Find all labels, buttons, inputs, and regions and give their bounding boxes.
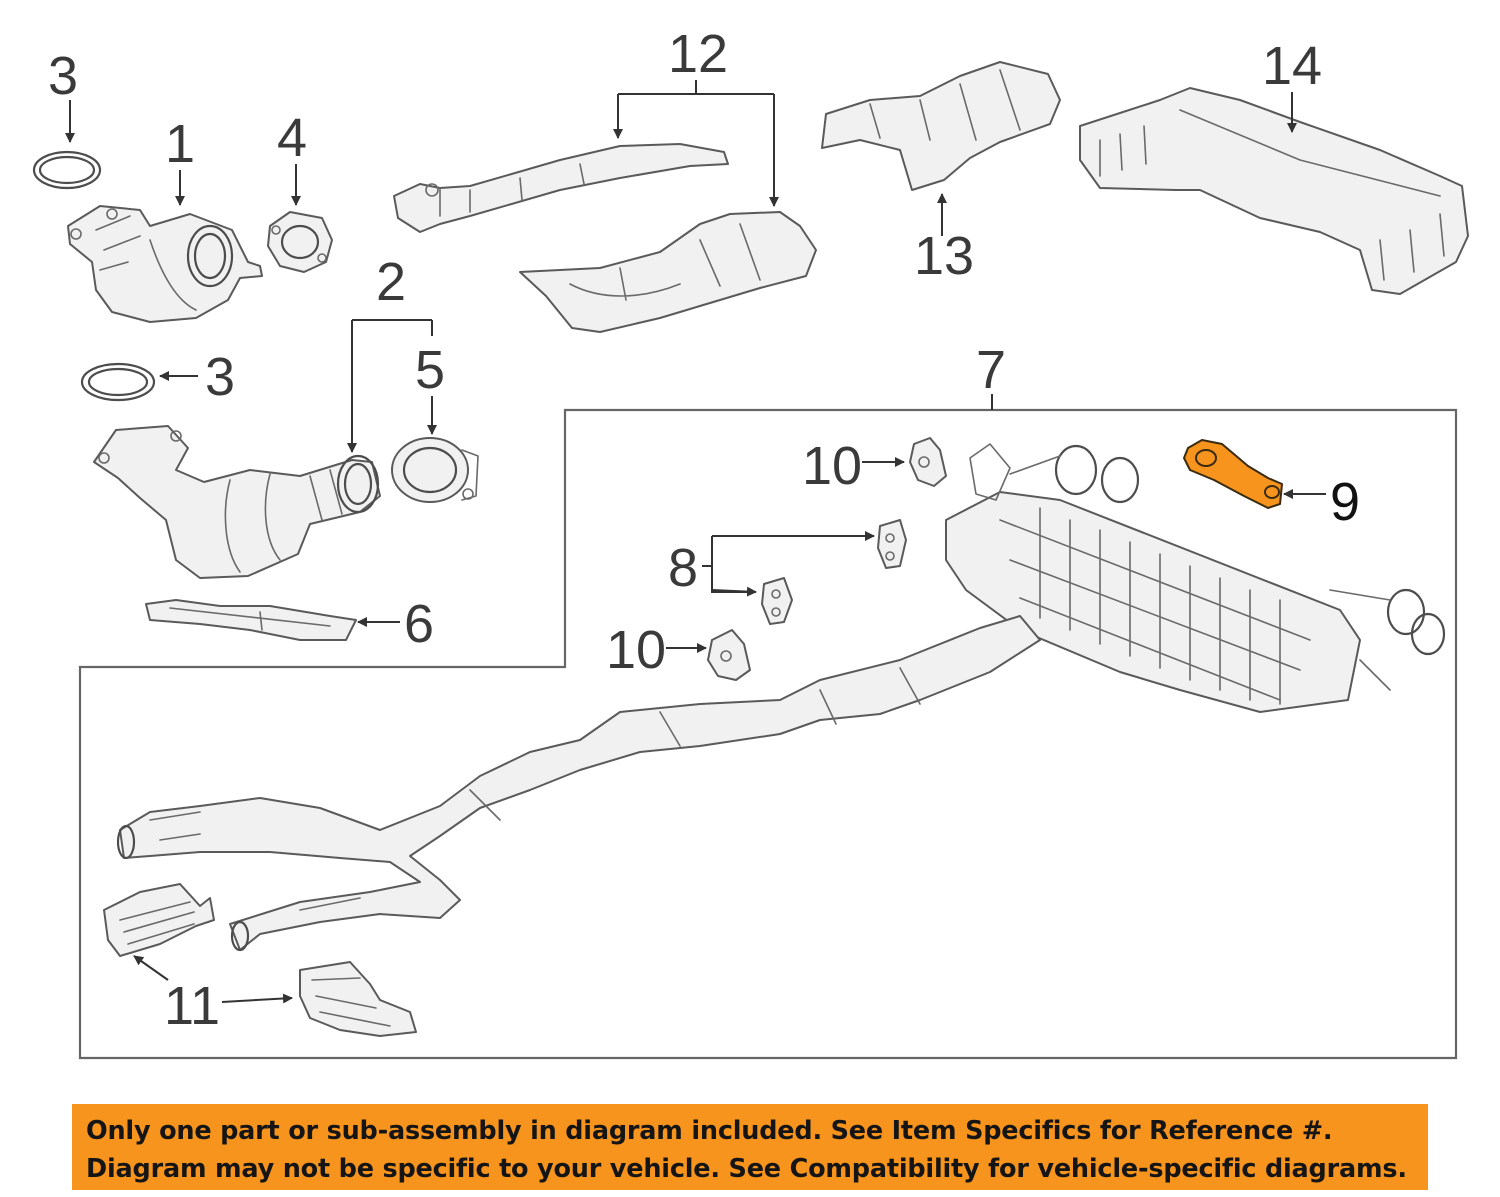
callout-2: 2: [376, 252, 406, 312]
part-14-underbody-shield[interactable]: [1079, 87, 1469, 295]
callout-10a: 10: [802, 436, 862, 496]
disclaimer-banner: Only one part or sub-assembly in diagram…: [72, 1104, 1428, 1190]
part-8-hanger-lower[interactable]: [761, 577, 793, 625]
callout-11: 11: [164, 976, 220, 1036]
banner-line-2: Diagram may not be specific to your vehi…: [86, 1154, 1407, 1184]
callout-8: 8: [668, 538, 698, 598]
part-3-gasket-bottom[interactable]: [80, 362, 156, 402]
leader-11a: [133, 955, 169, 981]
part-9-bracket-highlighted[interactable]: [1183, 439, 1283, 509]
callout-5: 5: [415, 340, 445, 400]
callout-1: 1: [165, 114, 195, 174]
callout-12: 12: [668, 24, 728, 84]
part-3-gasket-top[interactable]: [32, 150, 102, 190]
banner-line-1: Only one part or sub-assembly in diagram…: [86, 1116, 1333, 1146]
part-5-clamp[interactable]: [391, 437, 479, 503]
callout-4: 4: [277, 108, 307, 168]
assembly-7-frame: [78, 408, 1458, 1060]
leader-8: [711, 535, 872, 593]
callout-3b: 3: [205, 347, 235, 407]
part-8-hanger-upper[interactable]: [877, 519, 907, 569]
part-6-bracket[interactable]: [145, 599, 357, 641]
leader-11b: [221, 993, 293, 1004]
leader-2: [352, 319, 432, 452]
callout-7: 7: [976, 340, 1006, 400]
callout-3a: 3: [48, 46, 78, 106]
exhaust-assembly-pipes: [116, 443, 1446, 952]
callout-14: 14: [1262, 36, 1322, 96]
part-10-insulator-lower[interactable]: [707, 629, 751, 681]
part-10-insulator-upper[interactable]: [909, 437, 947, 487]
part-2-catalytic-converter[interactable]: [93, 425, 381, 579]
callout-13: 13: [914, 226, 974, 286]
part-13-heat-shield[interactable]: [821, 61, 1061, 191]
part-12-heat-shields[interactable]: [393, 143, 817, 333]
callout-10b: 10: [606, 620, 666, 680]
part-11-heat-shields[interactable]: [103, 883, 417, 1037]
part-1-catalytic-manifold[interactable]: [67, 205, 263, 323]
callout-9: 9: [1330, 472, 1360, 532]
part-4-flange-gasket[interactable]: [267, 211, 333, 273]
callout-6: 6: [404, 594, 434, 654]
